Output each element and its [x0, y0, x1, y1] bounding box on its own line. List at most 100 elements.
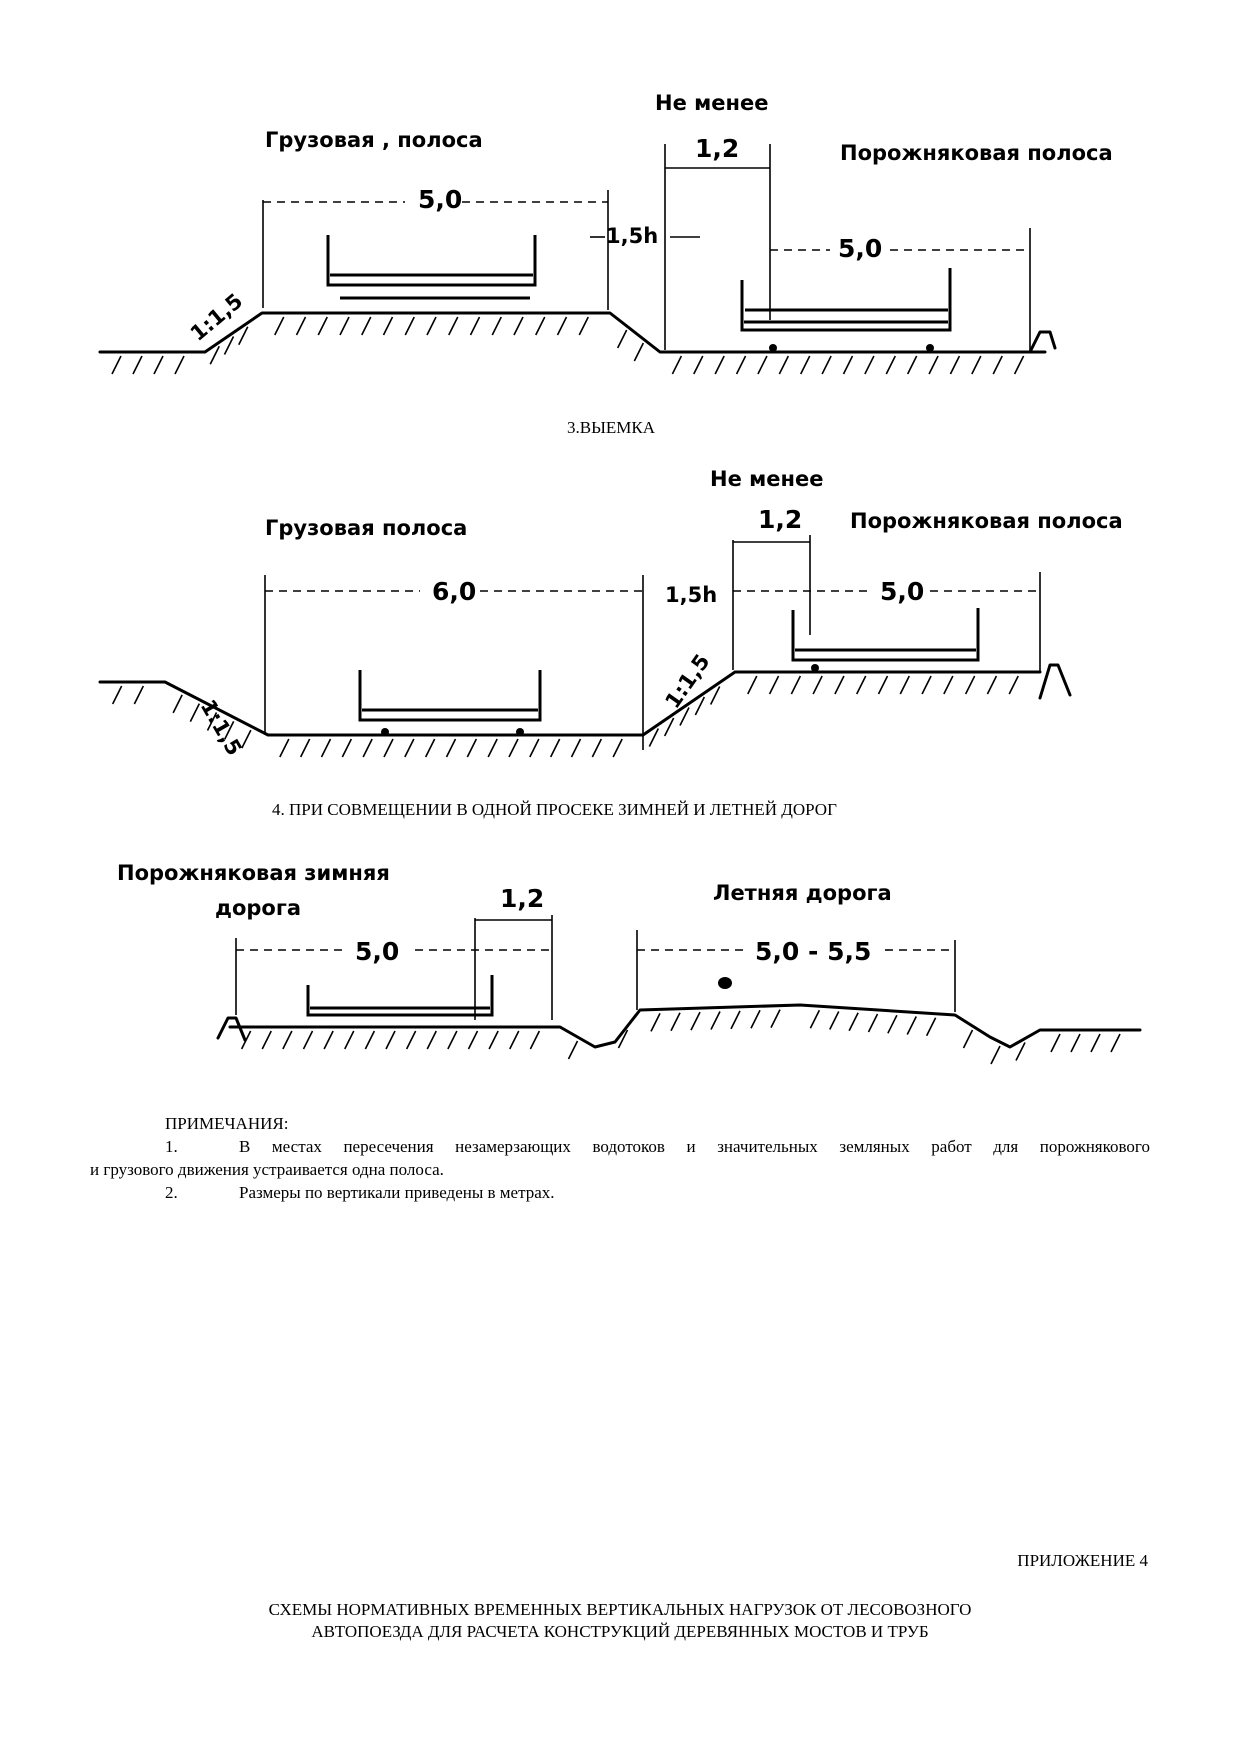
ground-hatch	[730, 1010, 741, 1030]
ground-hatch	[690, 1011, 701, 1031]
ground-hatch	[578, 316, 589, 336]
ground-hatch	[339, 316, 350, 336]
appendix-title: СХЕМЫ НОРМАТИВНЫХ ВРЕМЕННЫХ ВЕРТИКАЛЬНЫХ…	[150, 1599, 1090, 1643]
ground-hatch	[361, 316, 372, 336]
ground-hatch	[925, 1017, 937, 1037]
ground-hatch	[757, 355, 768, 375]
ground-hatch	[426, 316, 437, 336]
ground-hatch	[770, 1009, 781, 1028]
ground-hatch	[990, 1045, 1001, 1065]
ground-hatch	[209, 345, 220, 365]
ground-hatch	[567, 1040, 579, 1060]
ground-hatch	[864, 355, 875, 375]
label-loaded-lane: Грузовая , полоса	[265, 128, 483, 152]
ground-hatch	[513, 316, 524, 336]
ground-hatch	[445, 738, 457, 758]
ground-hatch	[768, 675, 780, 695]
ground-hatch	[616, 329, 628, 349]
label-empty-lane: Порожняковая полоса	[840, 141, 1113, 165]
ground-hatch	[617, 1029, 629, 1049]
dim-height: 1,5h	[665, 583, 717, 607]
ground-hatch	[172, 694, 183, 714]
label-empty-lane: Порожняковая полоса	[850, 509, 1123, 533]
ground-hatch	[928, 355, 939, 375]
ground-hatch	[885, 355, 896, 375]
ground-hatch	[467, 1030, 479, 1050]
label-winter-line-1: Порожняковая зимняя	[117, 861, 390, 885]
ground-hatch	[487, 738, 498, 758]
ground-hatch	[299, 738, 311, 758]
ground-hatch	[650, 1013, 661, 1032]
ground-hatch	[670, 1012, 681, 1032]
note-2: 2.Размеры по вертикали приведены в метра…	[165, 1183, 555, 1202]
ground-hatch	[949, 355, 961, 375]
ground-hatch	[447, 1030, 458, 1050]
ground-hatch	[549, 738, 561, 758]
ground-hatch	[535, 316, 546, 336]
ground-hatch	[992, 355, 1003, 375]
ground-hatch	[986, 675, 998, 695]
label-min: Не менее	[655, 91, 769, 115]
ground-hatch	[1015, 1042, 1026, 1061]
ground-hatch	[189, 703, 201, 723]
ground-hatch	[404, 316, 415, 336]
ground-hatch	[1050, 1033, 1061, 1053]
ground-hatch	[111, 355, 122, 375]
ground-hatch	[174, 355, 185, 375]
ground-hatch	[877, 675, 889, 695]
ground-hatch	[750, 1009, 761, 1029]
ground-hatch	[887, 1014, 898, 1034]
ground-hatch	[238, 326, 249, 346]
ground-hatch	[709, 686, 721, 705]
ground-hatch	[383, 738, 394, 758]
ground-hatch	[842, 355, 854, 375]
ground-hatch	[671, 355, 683, 375]
note-1-cont: и грузового движения устраивается одна п…	[90, 1160, 444, 1179]
ground-hatch	[509, 1030, 520, 1050]
ground-hatch	[240, 1030, 252, 1050]
ground-hatch	[302, 1030, 314, 1050]
dim-loaded: 6,0	[432, 577, 476, 606]
label-min: Не менее	[710, 467, 824, 491]
ground-hatch	[295, 316, 307, 336]
ground-hatch	[344, 1030, 355, 1050]
ground-hatch	[385, 1030, 396, 1050]
appendix-title-line-1: СХЕМЫ НОРМАТИВНЫХ ВРЕМЕННЫХ ВЕРТИКАЛЬНЫХ…	[268, 1600, 972, 1619]
appendix-title-line-2: АВТОПОЕЗДА ДЛЯ РАСЧЕТА КОНСТРУКЦИЙ ДЕРЕВ…	[311, 1622, 929, 1641]
appendix-label: ПРИЛОЖЕНИЕ 4	[1017, 1551, 1148, 1570]
ground-hatch	[714, 355, 725, 375]
ground-hatch	[469, 316, 481, 336]
slope-left: 1:1,5	[196, 696, 247, 760]
section-4-title: 4. ПРИ СОВМЕЩЕНИИ В ОДНОЙ ПРОСЕКЕ ЗИМНЕЙ…	[272, 800, 837, 819]
ground-hatch	[317, 316, 328, 336]
ground-hatch	[279, 738, 290, 758]
label-loaded-lane: Грузовая полоса	[265, 516, 467, 540]
ground-hatch	[132, 355, 143, 375]
dim-winter: 5,0	[355, 937, 399, 966]
ground-hatch	[812, 675, 823, 695]
ground-hatch	[223, 720, 235, 740]
ground-hatch	[364, 1030, 376, 1050]
ground-hatch	[153, 355, 164, 375]
dim-summer: 5,0 - 5,5	[755, 937, 871, 966]
ground-hatch	[223, 336, 235, 355]
ground-hatch	[282, 1030, 293, 1050]
ground-hatch	[323, 1030, 334, 1050]
ground-hatch	[906, 1016, 917, 1035]
ground-hatch	[829, 1011, 840, 1030]
ground-hatch	[964, 675, 976, 695]
ground-hatch	[241, 729, 252, 749]
dim-height: 1,5h	[606, 224, 658, 248]
ground-hatch	[663, 717, 675, 737]
ground-hatch	[694, 696, 706, 716]
ground-hatch	[362, 738, 373, 758]
dim-gap: 1,2	[695, 134, 739, 163]
ground-hatch	[848, 1012, 859, 1032]
ground-hatch	[508, 738, 519, 758]
ground-hatch	[921, 675, 932, 695]
label-winter-line-2: дорога	[215, 896, 301, 920]
slope-label: 1:1,5	[186, 289, 248, 346]
ground-hatch	[834, 675, 845, 695]
ground-hatch	[405, 1030, 417, 1050]
ground-hatch	[612, 738, 623, 758]
